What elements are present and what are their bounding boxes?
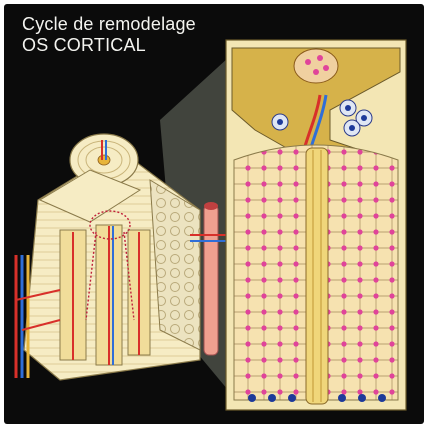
central-canal xyxy=(306,148,328,404)
osteoclast xyxy=(294,49,338,83)
enlarged-osteon-panel xyxy=(226,40,406,410)
blood-vessel xyxy=(204,205,218,355)
haversian-canal xyxy=(98,155,110,165)
